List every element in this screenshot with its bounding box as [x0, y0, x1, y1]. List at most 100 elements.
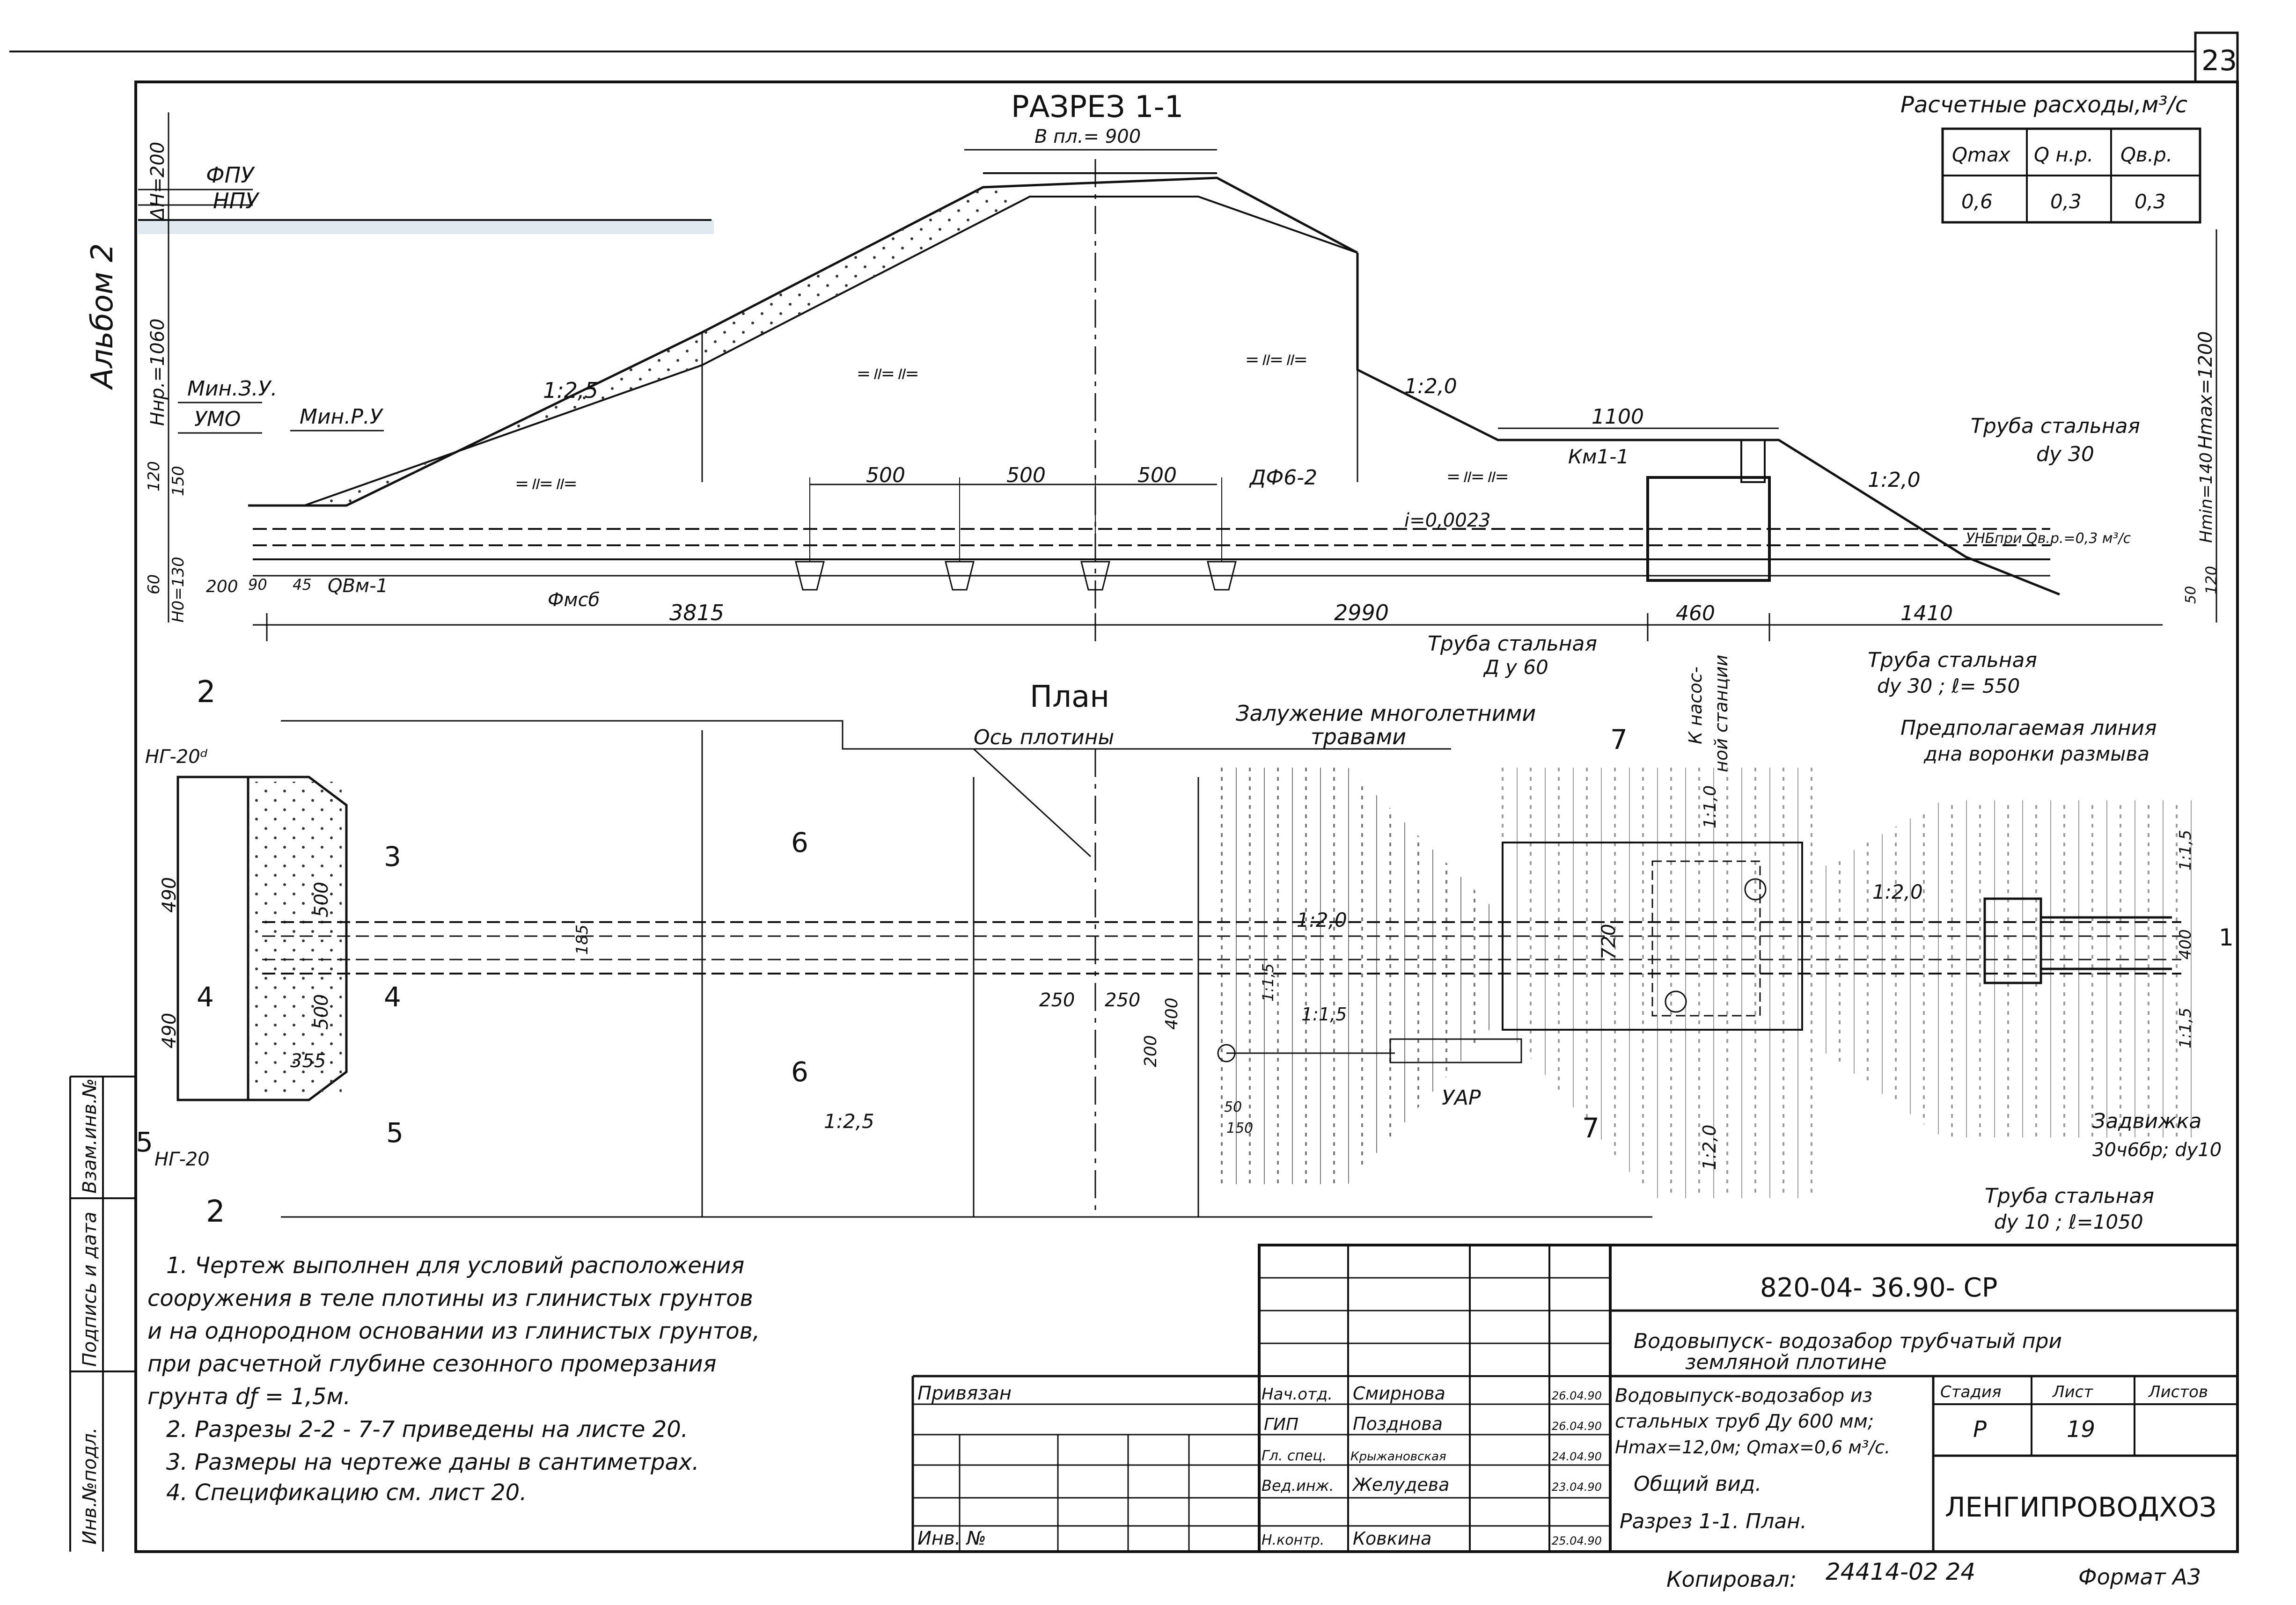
label-km: Км1-1: [1568, 445, 1629, 468]
label-pipe-30-550-a: Труба стальная: [1868, 648, 2037, 672]
plan-valve-a: Задвижка: [2092, 1109, 2201, 1133]
diaphragm: [945, 561, 975, 591]
plan-720: 720: [1598, 924, 1620, 960]
flows-value-qnr: 0,3: [2050, 190, 2082, 213]
cut-mark-5b: 5: [386, 1117, 403, 1149]
label-500a: 500: [866, 463, 905, 487]
plan-slope-c: 1:2,5: [824, 1110, 874, 1133]
plan-pipe10-a: Труба стальная: [1985, 1184, 2154, 1208]
plan-ng20: НГ-20: [154, 1149, 210, 1170]
plan-490b: 490: [159, 1013, 180, 1048]
dam-downstream-slope: [1356, 253, 2060, 596]
desc-c: Hmax=12,0м; Qmax=0,6 м³/с.: [1615, 1437, 1890, 1458]
plan-185: 185: [573, 924, 592, 955]
role-3: Вед.инж.: [1262, 1477, 1334, 1495]
title-block-frame: [911, 1244, 2239, 1553]
plan-chamber-inner: [1651, 860, 1761, 1017]
plan-valve-b: 30ч6бр; dу10: [2092, 1139, 2222, 1161]
page-frame: [134, 81, 2239, 1553]
plan-slope-h: 1:1,5: [2176, 1008, 2195, 1048]
label-pump-a: К насос-: [1685, 667, 1706, 744]
side-stamp-replace: Взам.инв.№: [79, 1078, 101, 1194]
soil-mark: =॥=॥=: [1446, 467, 1509, 486]
flows-header-qvr: Qв.р.: [2120, 143, 2172, 166]
label-ung: УНБпри Qв.р.=0,3 м³/с: [1966, 530, 2131, 547]
plan-grass-b: травами: [1311, 724, 1406, 749]
dam-upstream-filter: [304, 196, 1358, 506]
label-150: 150: [169, 466, 188, 496]
name-2: Крыжановская: [1350, 1450, 1446, 1464]
label-hmax: Hmax=1200: [2195, 331, 2216, 449]
sheet-name-b: Разрез 1-1. План.: [1620, 1510, 1807, 1533]
date-0: 26.04.90: [1552, 1389, 1602, 1402]
label-min-zu: Мин.З.У.: [187, 377, 277, 401]
note-line-5: грунта dƒ = 1,5м.: [147, 1384, 351, 1410]
chamber-shaft: [1740, 439, 1766, 483]
desc-b: стальных труб Ду 600 мм;: [1615, 1411, 1874, 1432]
label-500c: 500: [1137, 463, 1177, 487]
date-4: 25.04.90: [1552, 1534, 1602, 1547]
org-name: ЛЕНГИПРОВОДХОЗ: [1945, 1491, 2216, 1523]
plan-ng20d: НГ-20ᵈ: [145, 746, 208, 768]
flows-table-title: Расчетные расходы,м³/с: [1900, 92, 2187, 118]
label-hnp: Hнр.=1060: [147, 318, 169, 426]
label-1410: 1410: [1900, 601, 1953, 625]
plan-slope-hatch-left: [1217, 768, 1498, 1184]
sheet-name-a: Общий вид.: [1634, 1472, 1761, 1496]
cut-mark-6b: 6: [791, 1056, 808, 1088]
project-title-b: земляной плотине: [1685, 1350, 1886, 1374]
plan-hatch-circle: [1665, 990, 1687, 1013]
cut-mark-4b: 4: [384, 981, 401, 1013]
plan-uar-node: [1217, 1044, 1236, 1063]
label-fmsb: Фмсб: [548, 589, 600, 611]
label-200: 200: [206, 577, 238, 596]
role-2: Гл. спец.: [1262, 1448, 1327, 1464]
plan-axis-label: Ось плотины: [974, 726, 1114, 749]
date-3: 23.04.90: [1552, 1480, 1602, 1494]
cut-mark-2-bottom: 2: [206, 1195, 225, 1229]
label-2990: 2990: [1334, 600, 1389, 625]
footer-format: Формат А3: [2078, 1564, 2201, 1590]
flows-value-qmax: 0,6: [1961, 190, 1993, 213]
label-min-ru: Мин.Р.У: [300, 405, 384, 429]
plan-slope-g: 1:1,5: [2176, 830, 2195, 871]
label-90: 90: [248, 576, 267, 594]
plan-250a: 250: [1039, 989, 1075, 1011]
plan-slope-b: 1:1,5: [1301, 1004, 1347, 1025]
dam-riprap: [304, 187, 1030, 506]
label-scour-a: Предполагаемая линия: [1900, 716, 2157, 740]
plan-hatch-circle: [1744, 878, 1767, 901]
label-460: 460: [1676, 601, 1715, 625]
page-number: 23: [2201, 44, 2237, 77]
plan-500b: 500: [311, 994, 332, 1030]
plan-500a: 500: [311, 882, 332, 917]
cut-mark-4a: 4: [197, 981, 214, 1013]
soil-mark: =॥=॥=: [857, 364, 919, 383]
label-500b: 500: [1006, 463, 1046, 487]
label-umo: УМО: [194, 407, 241, 431]
diaphragm: [1080, 561, 1110, 591]
desc-a: Водовыпуск-водозабор из: [1615, 1385, 1872, 1407]
plan-valve-group: [1983, 897, 2042, 984]
flows-value-qvr: 0,3: [2135, 190, 2166, 213]
cut-mark-7a: 7: [1610, 724, 1628, 755]
side-stamp-sign: Подпись и дата: [79, 1212, 101, 1367]
diaphragm: [795, 561, 825, 591]
role-0: Нач.отд.: [1262, 1385, 1333, 1404]
plan-grass-a: Залужение многолетними: [1236, 701, 1536, 726]
cut-mark-7b: 7: [1582, 1112, 1599, 1144]
plan-uar-channel: [1389, 1038, 1522, 1063]
plan-title: План: [1030, 680, 1109, 714]
label-crest-width: B пл.= 900: [1034, 126, 1141, 147]
plan-uar: УАР: [1442, 1086, 1481, 1110]
role-4: Н.контр.: [1262, 1532, 1324, 1548]
plan-dam-outline: [281, 720, 1451, 750]
note-line-7: 3. Размеры на чертеже даны в сантиметрах…: [166, 1449, 699, 1475]
linked-label: Привязан: [917, 1383, 1012, 1404]
label-dfb: ДФ6-2: [1249, 466, 1317, 490]
footer-copied: Копировал:: [1666, 1567, 1797, 1592]
album-label: Альбом 2: [85, 243, 120, 390]
sheets-header: Листов: [2148, 1383, 2208, 1401]
stage-header: Стадия: [1940, 1383, 2001, 1401]
